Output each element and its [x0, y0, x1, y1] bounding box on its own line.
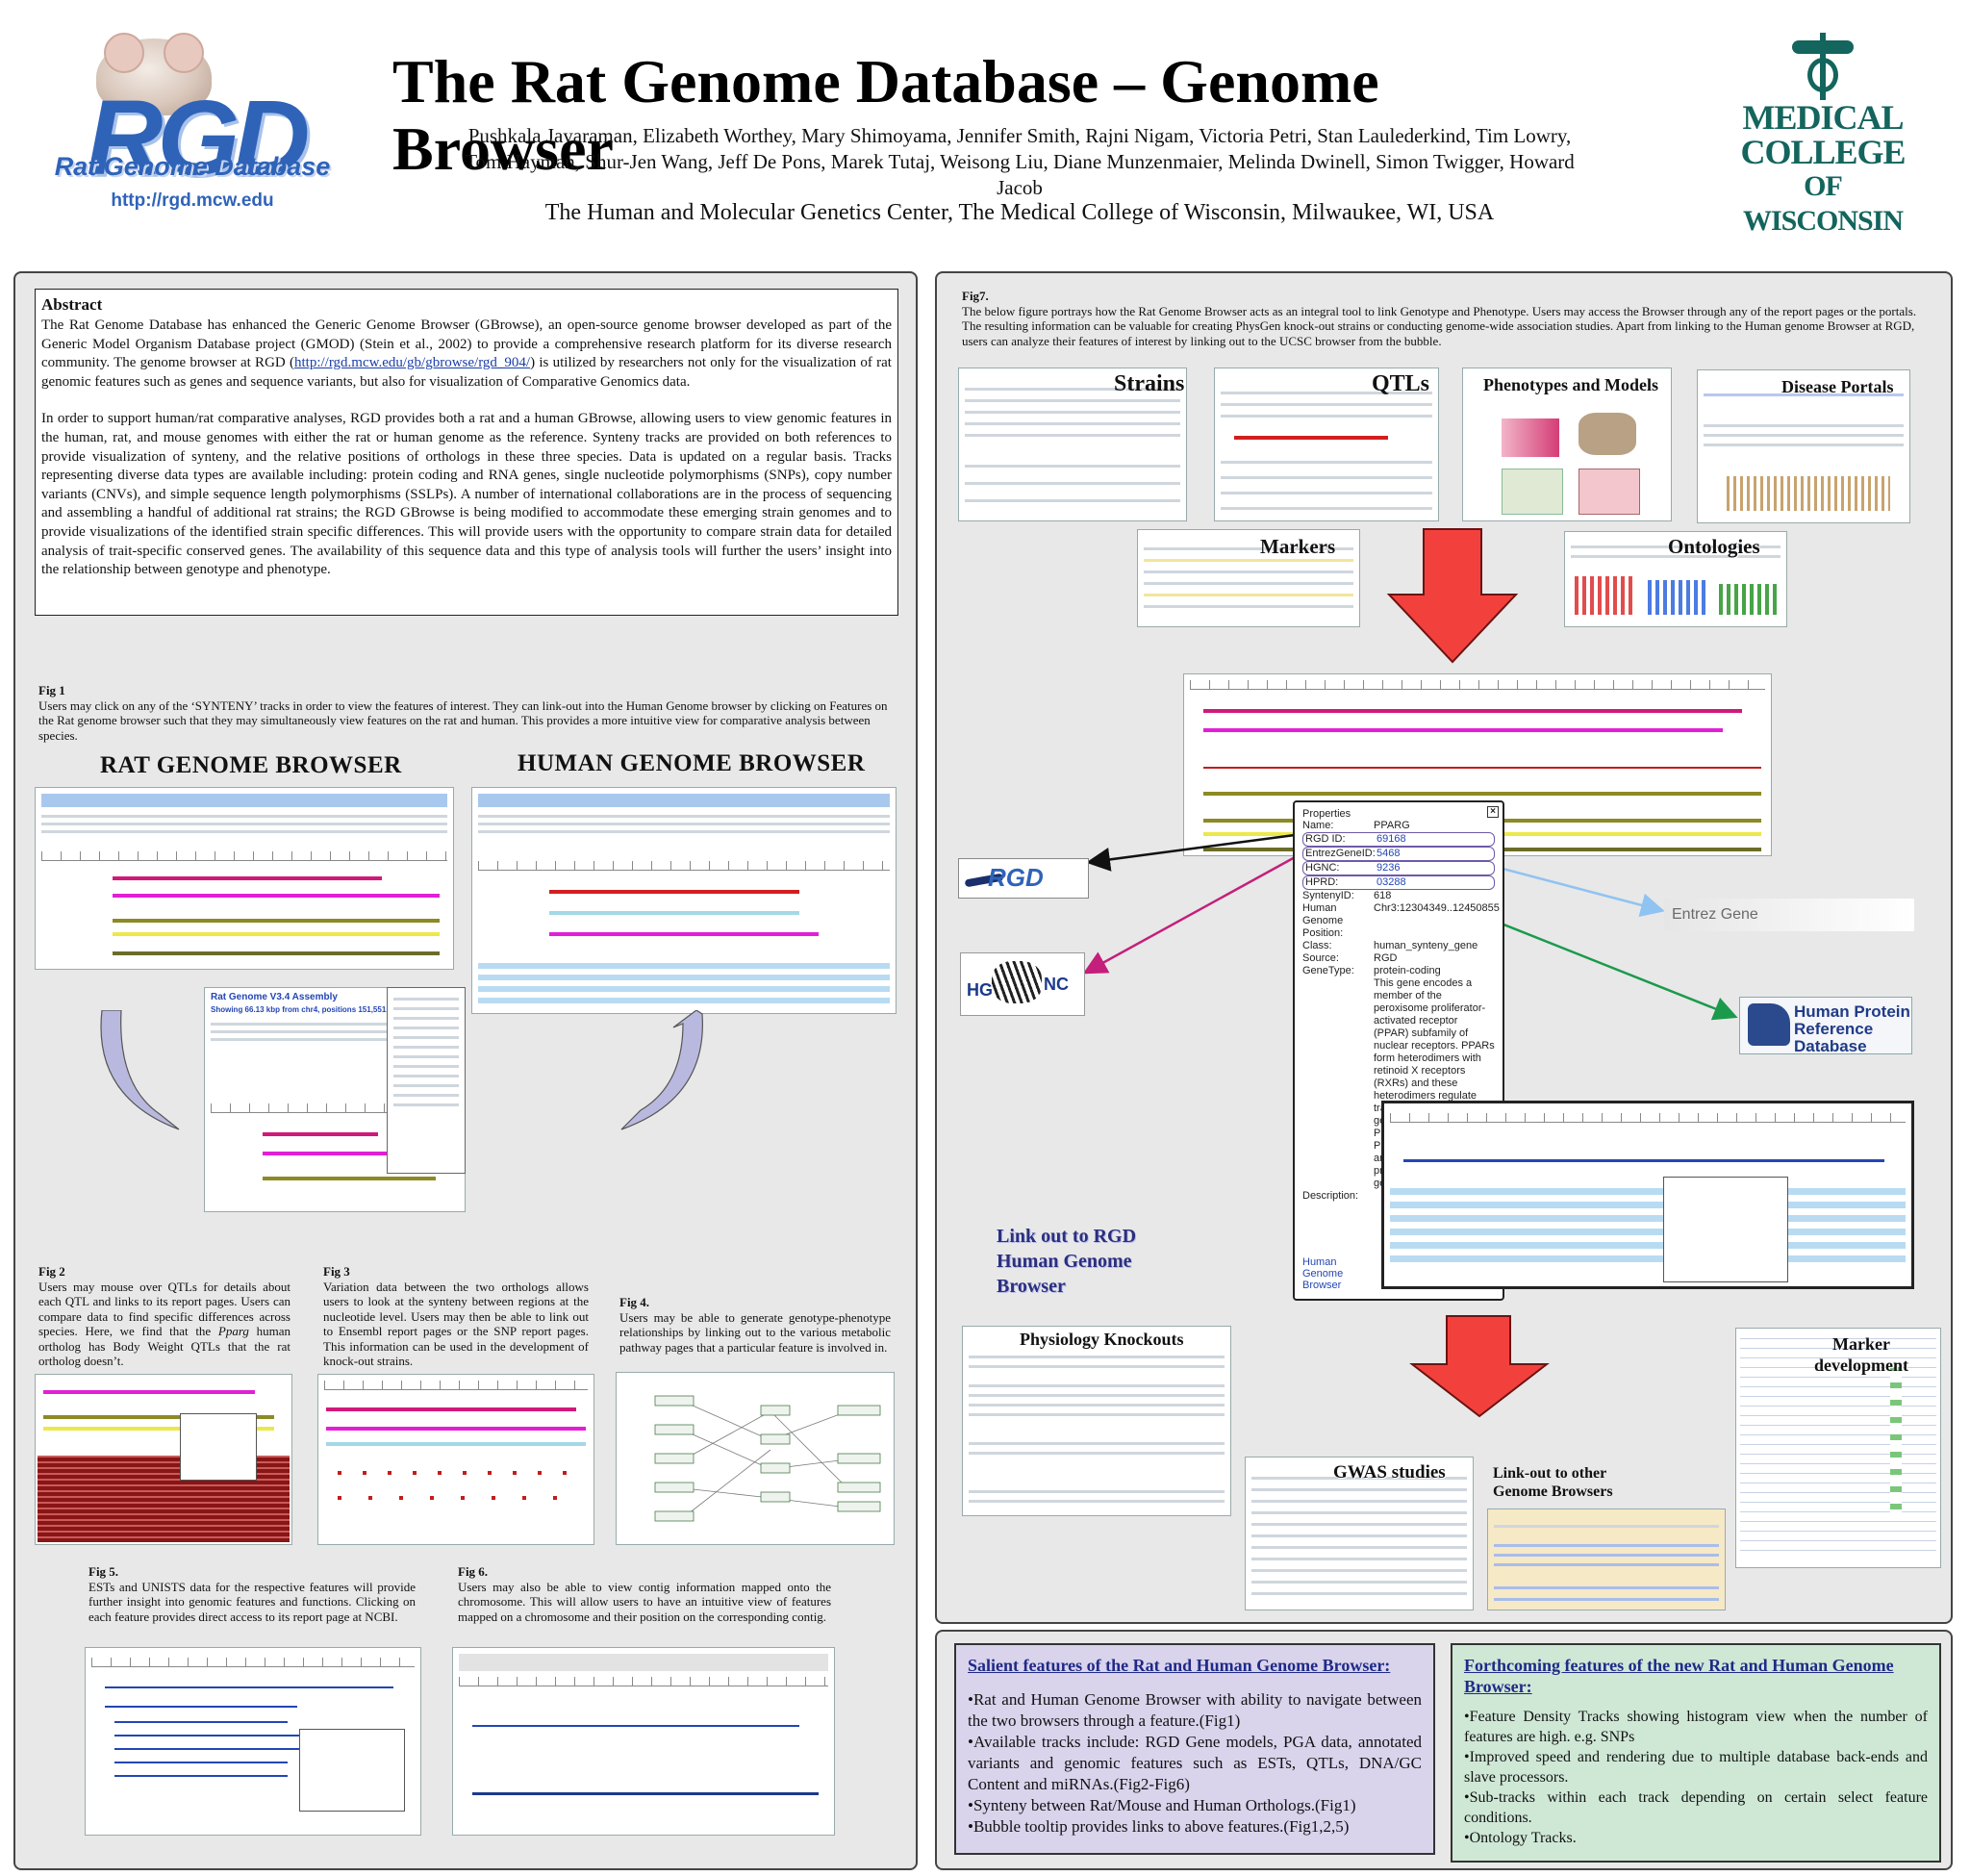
strains-label: Strains — [1114, 371, 1185, 396]
rgd-logo-text: Rat Genome Database — [54, 152, 331, 181]
mcw-line-1: MEDICAL — [1742, 98, 1904, 137]
close-icon[interactable]: × — [1487, 806, 1499, 818]
link-out-rgd-label: Link out to RGD Human Genome Browser — [997, 1226, 1137, 1297]
author-list: Pushkala Jayaraman, Elizabeth Worthey, M… — [465, 124, 1575, 199]
gwas-label: GWAS studies — [1333, 1462, 1446, 1483]
rgd-url[interactable]: http://rgd.mcw.edu — [111, 190, 274, 211]
rat-zoom-popup — [387, 987, 466, 1174]
fig6-contig-screenshot — [452, 1647, 835, 1836]
forthcoming-heading: Forthcoming features of the new Rat and … — [1464, 1656, 1894, 1696]
salient-item: •Synteny between Rat/Mouse and Human Ort… — [968, 1796, 1356, 1814]
gwas-screenshot — [1245, 1457, 1474, 1610]
fig2-qtl-screenshot — [35, 1374, 292, 1545]
ontologies-report-screenshot — [1564, 531, 1787, 627]
forthcoming-features-box: Forthcoming features of the new Rat and … — [1451, 1643, 1941, 1863]
markers-report-screenshot — [1137, 529, 1360, 627]
rat-mascot-image — [96, 33, 212, 115]
disease-portal-screenshot — [1697, 369, 1910, 523]
fig5-est-screenshot — [85, 1647, 421, 1836]
physiology-knockouts-label: Physiology Knockouts — [1020, 1330, 1184, 1349]
human-browser-heading: HUMAN GENOME BROWSER — [518, 750, 866, 776]
rgd-logo-letters: RGD — [87, 79, 310, 197]
affiliation: The Human and Molecular Genetics Center,… — [544, 200, 1495, 225]
rat-browser-heading: RAT GENOME BROWSER — [100, 752, 402, 778]
fig4-pathway-screenshot — [616, 1372, 895, 1545]
qtls-label: QTLs — [1372, 371, 1430, 396]
fig6-caption: Fig 6.Users may also be able to view con… — [458, 1564, 831, 1624]
rgd-link-icon[interactable]: RGD — [958, 858, 1089, 899]
entrez-gene-link[interactable]: Entrez Gene — [1664, 899, 1914, 931]
red-arrow-down-upper — [1386, 528, 1519, 664]
hprd-id-link[interactable]: 03288 — [1376, 876, 1406, 888]
link-out-other-browsers-label: Link-out to other Genome Browsers — [1493, 1465, 1613, 1500]
abstract-box: Abstract The Rat Genome Database has enh… — [35, 289, 898, 616]
rgd-logo: RGD Rat Genome Database http://rgd.mcw.e… — [29, 33, 356, 212]
human-browser-screenshot — [471, 787, 897, 1014]
human-browser-overlay-screenshot — [1381, 1101, 1914, 1289]
phenotypes-label: Phenotypes and Models — [1483, 375, 1659, 394]
curved-arrow-left — [100, 1010, 180, 1130]
qtls-report-screenshot — [1214, 368, 1439, 521]
fig5-caption: Fig 5.ESTs and UNISTS data for the respe… — [88, 1564, 416, 1624]
strains-report-screenshot — [958, 368, 1187, 521]
marker-development-label: Marker development — [1814, 1334, 1908, 1375]
forthcoming-item: •Improved speed and rendering due to mul… — [1464, 1749, 1928, 1786]
abstract-paragraph-1: The Rat Genome Database has enhanced the… — [41, 317, 892, 390]
fig4-caption: Fig 4.Users may be able to generate geno… — [619, 1295, 891, 1355]
mcw-line-2: COLLEGE — [1740, 133, 1906, 171]
forthcoming-item: •Sub-tracks within each track depending … — [1464, 1789, 1928, 1826]
disease-portals-label: Disease Portals — [1781, 377, 1894, 396]
hgnc-id-link[interactable]: 9236 — [1376, 862, 1401, 874]
hprd-link-icon[interactable]: Human Protein Reference Database — [1739, 997, 1912, 1055]
salient-item: •Available tracks include: RGD Gene mode… — [968, 1733, 1422, 1793]
salient-features-box: Salient features of the Rat and Human Ge… — [954, 1643, 1435, 1855]
forthcoming-item: •Feature Density Tracks showing histogra… — [1464, 1709, 1928, 1745]
fig7-caption: Fig7.The below figure portrays how the R… — [962, 289, 1917, 348]
markers-label: Markers — [1260, 535, 1336, 558]
salient-heading: Salient features of the Rat and Human Ge… — [968, 1656, 1391, 1675]
abstract-paragraph-2: In order to support human/rat comparativ… — [41, 411, 892, 578]
fig3-variation-screenshot — [317, 1374, 594, 1545]
mcw-logo: MEDICAL COLLEGE OF WISCONSIN — [1722, 33, 1924, 237]
poster-title: The Rat Genome Database – Genome Browser — [392, 47, 1379, 183]
forthcoming-item: •Ontology Tracks. — [1464, 1830, 1577, 1846]
mcw-line-3: OF WISCONSIN — [1742, 170, 1904, 237]
gbrowse-link[interactable]: http://rgd.mcw.edu/gb/gbrowse/rgd_904/ — [293, 355, 531, 371]
entrez-id-link[interactable]: 5468 — [1376, 848, 1401, 859]
rgd-id-link[interactable]: 69168 — [1376, 833, 1406, 845]
human-genome-browser-link[interactable]: Human Genome Browser — [1302, 1256, 1344, 1291]
red-arrow-down-lower — [1409, 1315, 1550, 1418]
caduceus-icon — [1784, 33, 1861, 100]
rat-browser-screenshot — [35, 787, 454, 970]
other-browsers-screenshot — [1487, 1508, 1726, 1610]
marker-development-screenshot — [1735, 1328, 1941, 1568]
physiology-knockouts-screenshot — [962, 1326, 1231, 1516]
salient-item: •Rat and Human Genome Browser with abili… — [968, 1690, 1422, 1730]
salient-item: •Bubble tooltip provides links to above … — [968, 1817, 1350, 1836]
curved-arrow-right — [620, 1010, 703, 1130]
ontologies-label: Ontologies — [1668, 535, 1760, 558]
abstract-heading: Abstract — [41, 295, 103, 314]
popup-heading: Properties — [1302, 808, 1351, 820]
phenotypes-report-screenshot — [1462, 368, 1672, 521]
